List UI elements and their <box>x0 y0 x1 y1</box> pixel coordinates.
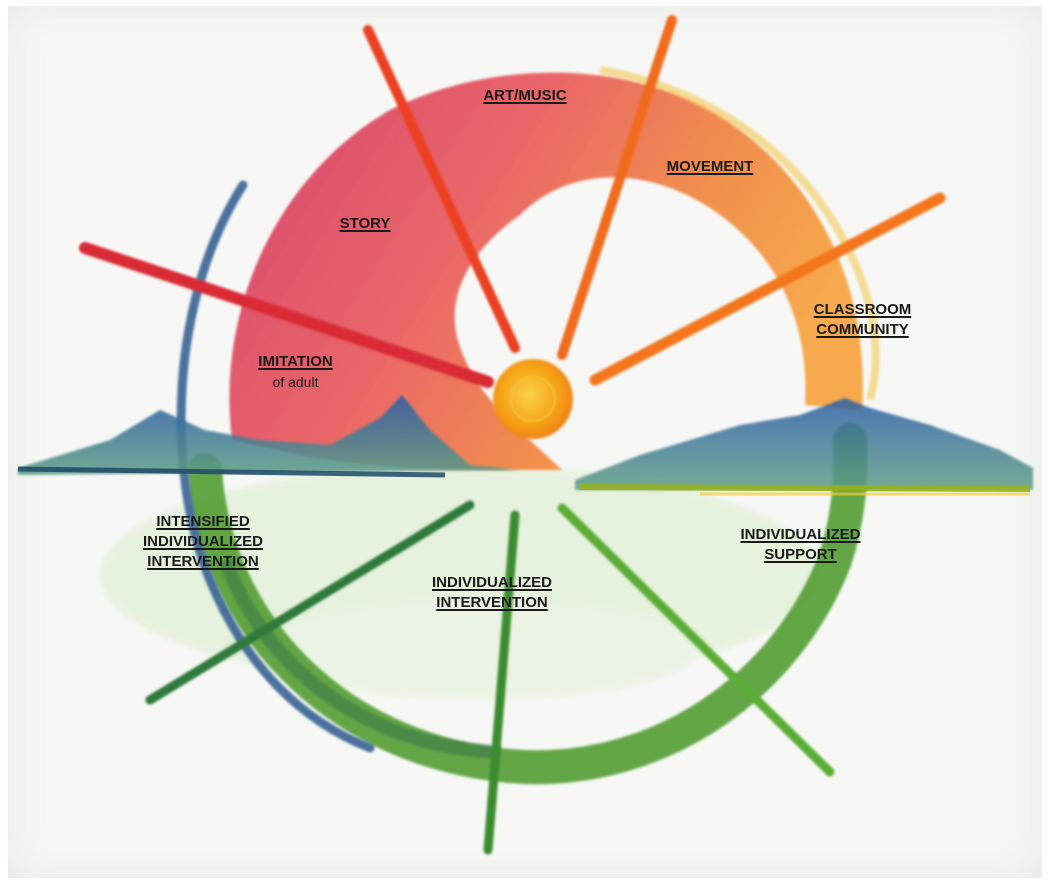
label-movement: MOVEMENT <box>650 157 770 177</box>
horizon-right <box>580 487 1030 489</box>
label-classroom-community: CLASSROOM COMMUNITY <box>795 300 930 340</box>
label-art-music: ART/MUSIC <box>470 86 580 106</box>
label-story: STORY <box>320 214 410 234</box>
label-intensified-individualized-intervention: INTENSIFIED INDIVIDUALIZED INTERVENTION <box>128 512 278 572</box>
label-imitation: IMITATION of adult <box>238 352 353 392</box>
sun <box>493 359 573 439</box>
label-imitation-sub: of adult <box>238 372 353 392</box>
label-individualized-support: INDIVIDUALIZED SUPPORT <box>718 525 883 565</box>
mountain-right <box>575 398 1033 490</box>
label-individualized-intervention: INDIVIDUALIZED INTERVENTION <box>412 573 572 613</box>
